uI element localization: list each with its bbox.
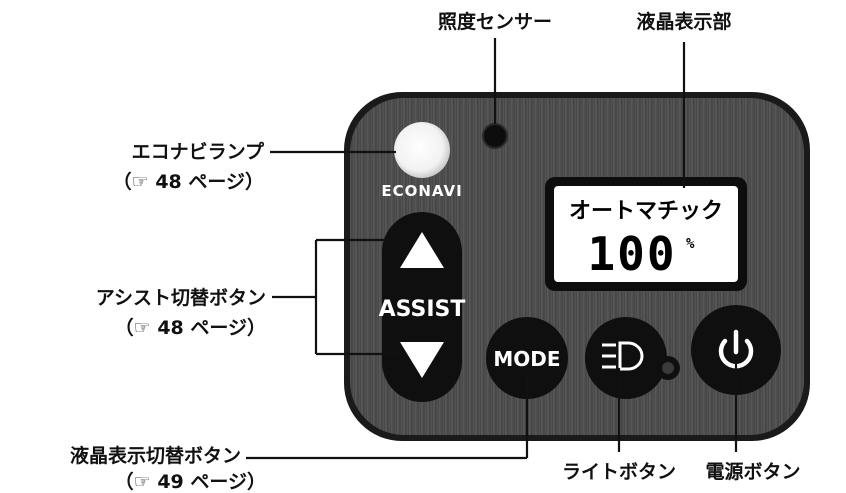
leader-assist [272,238,404,356]
triangle-up-icon[interactable] [400,232,444,268]
ref-lcd-switch: （☞ 49 ページ） [115,470,266,493]
label-illuminance-sensor: 照度センサー [438,10,552,33]
lcd-mode-text: オートマチック [569,199,723,224]
leader-mode [246,378,529,460]
lcd-unit-text: % [686,236,695,252]
lcd-display [554,186,738,282]
label-lcd-switch: 液晶表示切替ボタン [70,444,241,467]
label-econavi-lamp: エコナビランプ [132,140,265,163]
mode-panel-text: MODE [493,347,560,371]
label-assist-switch: アシスト切替ボタン [96,286,266,309]
power-button[interactable] [691,305,781,395]
assist-panel-text: ASSIST [379,297,466,322]
econavi-lamp [394,122,450,178]
mode-button[interactable]: MODE [486,317,568,399]
label-power-button: 電源ボタン [705,460,800,483]
headlight-icon [602,341,644,371]
econavi-panel-text: ECONAVI [381,182,462,200]
lcd-value-text: 100 [587,227,676,281]
illuminance-sensor [482,123,508,149]
label-light-button: ライトボタン [562,461,676,483]
triangle-down-icon[interactable] [400,342,444,378]
light-button[interactable] [585,317,680,399]
ref-assist: （☞ 48 ページ） [115,316,266,339]
ref-econavi: （☞ 48 ページ） [113,170,264,193]
label-lcd-display: 液晶表示部 [636,10,731,33]
